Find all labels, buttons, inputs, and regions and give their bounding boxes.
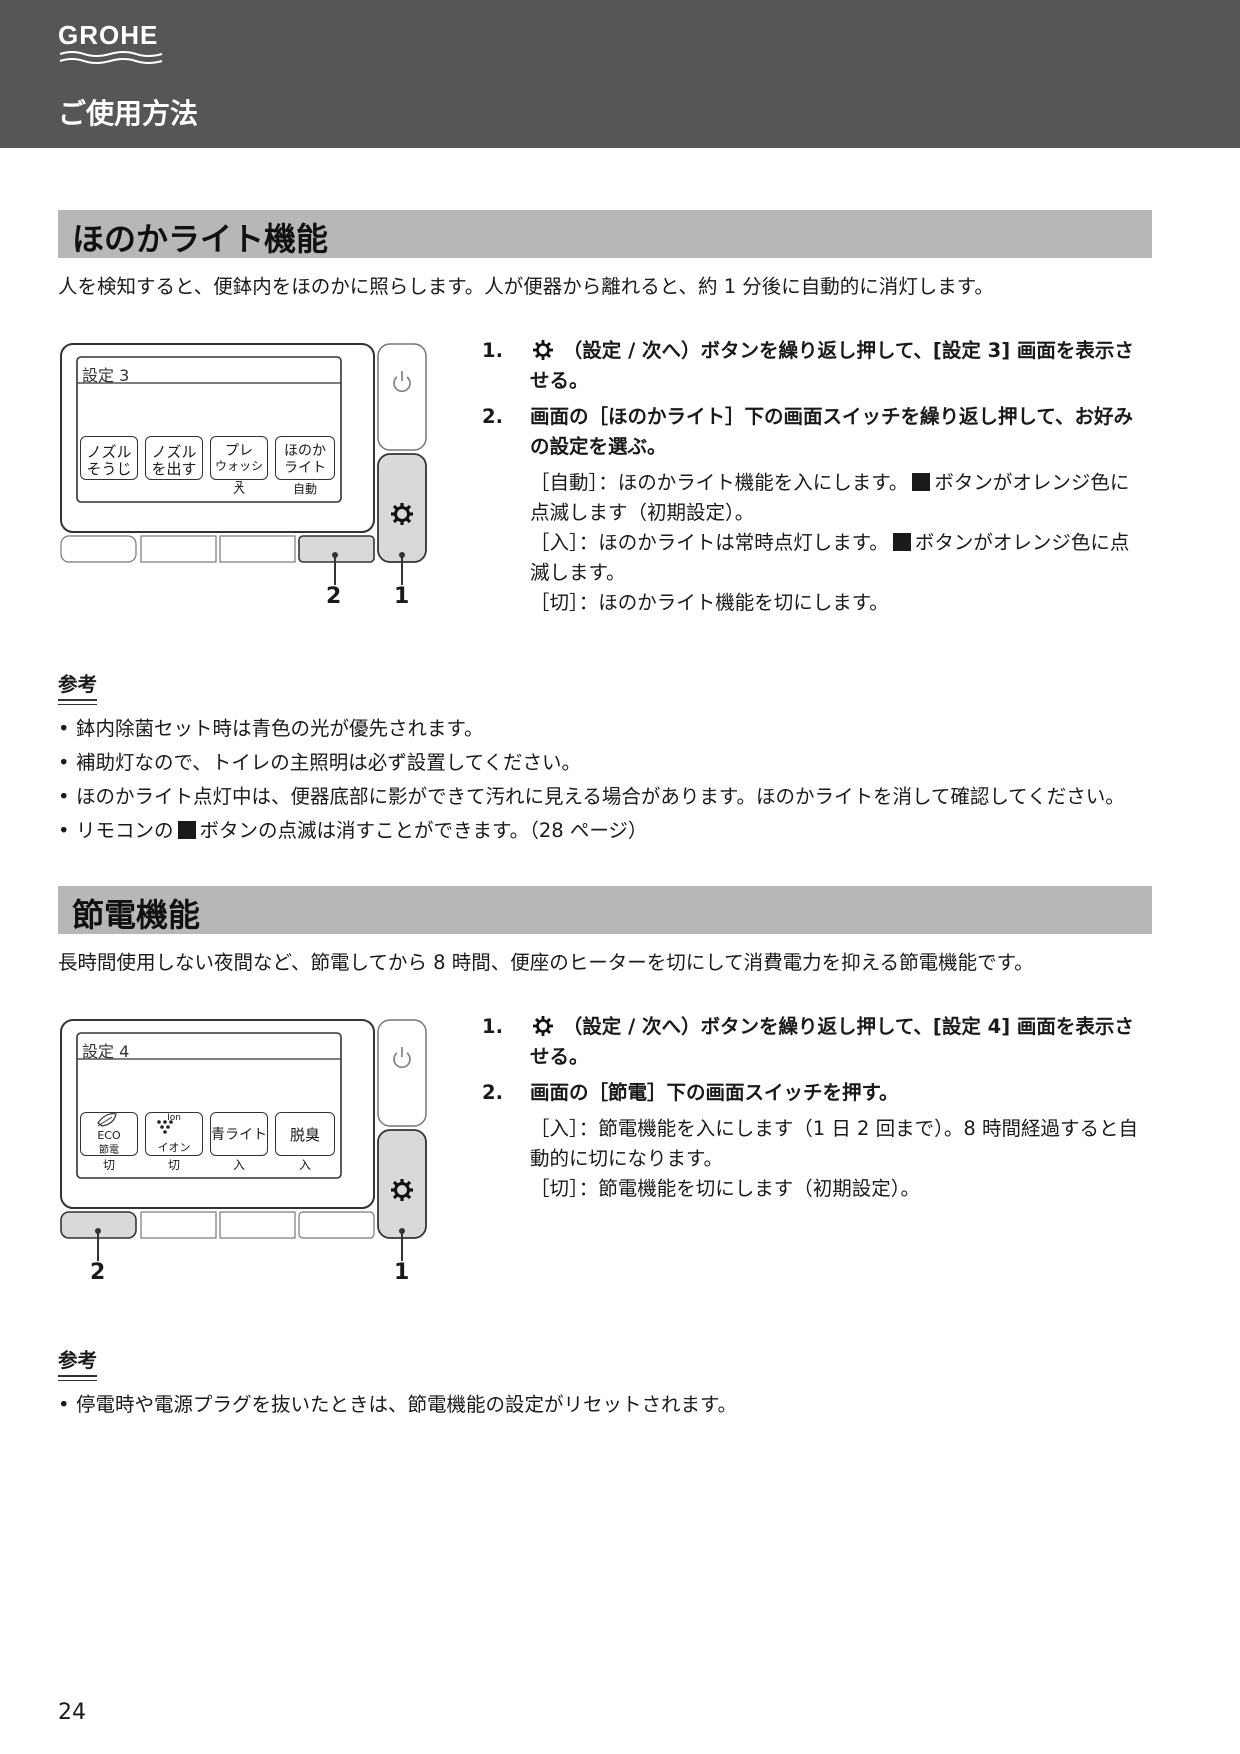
gear-icon bbox=[533, 340, 553, 360]
option-on: ［入］：ほのかライトは常時点灯します。ボタンがオレンジ色に点滅します。 bbox=[530, 531, 1130, 584]
option-auto: ［自動］：ほのかライト機能を入にします。ボタンがオレンジ色に点滅します（初期設定… bbox=[530, 471, 1130, 524]
screen-title: 設定 4 bbox=[82, 1042, 130, 1061]
gear-icon bbox=[533, 1016, 553, 1036]
square-button-icon bbox=[912, 473, 931, 491]
step-item: 2. 画面の［ほのかライト］下の画面スイッチを繰り返し押して、お好みの設定を選ぶ… bbox=[482, 405, 1133, 458]
power-icon bbox=[393, 1047, 411, 1069]
step-item: 2. 画面の［節電］下の画面スイッチを押す。 bbox=[482, 1081, 899, 1104]
screen-title: 設定 3 bbox=[82, 366, 130, 385]
square-button-icon bbox=[177, 821, 196, 839]
callout-label: 1 bbox=[394, 1260, 410, 1285]
screen-switch-eco[interactable]: ECO 節電 切 bbox=[80, 1112, 138, 1172]
section-heading-power-saving: 節電機能 bbox=[58, 886, 1152, 934]
screen-switch-deodorize[interactable]: 脱臭 入 bbox=[275, 1112, 337, 1172]
option-off: ［切］：ほのかライト機能を切にします。 bbox=[530, 591, 889, 614]
remote-panel-diagram: 設定 4 ECO 節電 切 Ion イオン 切 青ライト 入 脱臭 入 2 1 bbox=[58, 1016, 430, 1286]
screen-button-row: ECO 節電 切 Ion イオン 切 青ライト 入 脱臭 入 bbox=[80, 1112, 340, 1172]
note-item: 補助灯なので、トイレの主照明は必ず設置してください。 bbox=[58, 750, 1148, 776]
power-icon bbox=[393, 371, 411, 393]
screen-button-row: ノズル そうじ ノズル を出す プレ ウォッシュ 入 ほのか ライト 自動 bbox=[80, 436, 340, 496]
callout-label: 2 bbox=[90, 1260, 106, 1285]
page-header: GROHE ご使用方法 bbox=[0, 0, 1240, 148]
instruction-steps: 1. （設定 / 次へ）ボタンを繰り返し押して、[設定 3] 画面を表示させる。… bbox=[482, 336, 1142, 618]
note-heading: 参考 bbox=[58, 668, 98, 705]
step-item: 1. （設定 / 次へ）ボタンを繰り返し押して、[設定 3] 画面を表示させる。 bbox=[482, 339, 1134, 392]
option-on: ［入］：節電機能を入にします（1 日 2 回まで）。8 時間経過すると自動的に切… bbox=[530, 1117, 1139, 1170]
ion-dots-icon bbox=[157, 1120, 173, 1134]
remote-panel-diagram: 設定 3 ノズル そうじ ノズル を出す プレ ウォッシュ 入 ほのか ライト … bbox=[58, 340, 430, 610]
callout-label: 1 bbox=[394, 584, 410, 609]
square-button-icon bbox=[892, 533, 911, 551]
note-list: 鉢内除菌セット時は青色の光が優先されます。 補助灯なので、トイレの主照明は必ず設… bbox=[58, 716, 1148, 852]
callout-label: 2 bbox=[326, 584, 342, 609]
note-item: ほのかライト点灯中は、便器底部に影ができて汚れに見える場合があります。ほのかライ… bbox=[58, 784, 1148, 810]
grohe-logo: GROHE bbox=[58, 20, 168, 68]
screen-switch-honoka-light[interactable]: ほのか ライト 自動 bbox=[275, 436, 337, 496]
leaf-icon bbox=[97, 1113, 117, 1127]
logo-wave-icon bbox=[59, 51, 163, 64]
gear-icon bbox=[391, 503, 413, 525]
step-item: 1. （設定 / 次へ）ボタンを繰り返し押して、[設定 4] 画面を表示させる。 bbox=[482, 1015, 1134, 1068]
page-title: ご使用方法 bbox=[58, 97, 199, 130]
gear-icon bbox=[391, 1179, 413, 1201]
screen-switch-nozzle-out[interactable]: ノズル を出す bbox=[145, 436, 203, 492]
screen-switch-pre-wash[interactable]: プレ ウォッシュ 入 bbox=[210, 436, 268, 496]
note-item: 停電時や電源プラグを抜いたときは、節電機能の設定がリセットされます。 bbox=[58, 1392, 1148, 1418]
section-intro: 長時間使用しない夜間など、節電してから 8 時間、便座のヒーターを切にして消費電… bbox=[58, 951, 1034, 974]
option-off: ［切］：節電機能を切にします（初期設定）。 bbox=[530, 1177, 921, 1200]
instruction-steps: 1. （設定 / 次へ）ボタンを繰り返し押して、[設定 4] 画面を表示させる。… bbox=[482, 1012, 1142, 1204]
screen-switch-ion[interactable]: Ion イオン 切 bbox=[145, 1112, 203, 1172]
screen-switch-nozzle-clean[interactable]: ノズル そうじ bbox=[80, 436, 138, 492]
note-heading: 参考 bbox=[58, 1344, 98, 1381]
note-list: 停電時や電源プラグを抜いたときは、節電機能の設定がリセットされます。 bbox=[58, 1392, 1148, 1426]
section-intro: 人を検知すると、便鉢内をほのかに照らします。人が便器から離れると、約 1 分後に… bbox=[58, 275, 994, 298]
page-number: 24 bbox=[58, 1700, 86, 1725]
note-item: 鉢内除菌セット時は青色の光が優先されます。 bbox=[58, 716, 1148, 742]
section-heading-honoka-light: ほのかライト機能 bbox=[58, 210, 1152, 258]
screen-switch-blue-light[interactable]: 青ライト 入 bbox=[210, 1112, 268, 1172]
